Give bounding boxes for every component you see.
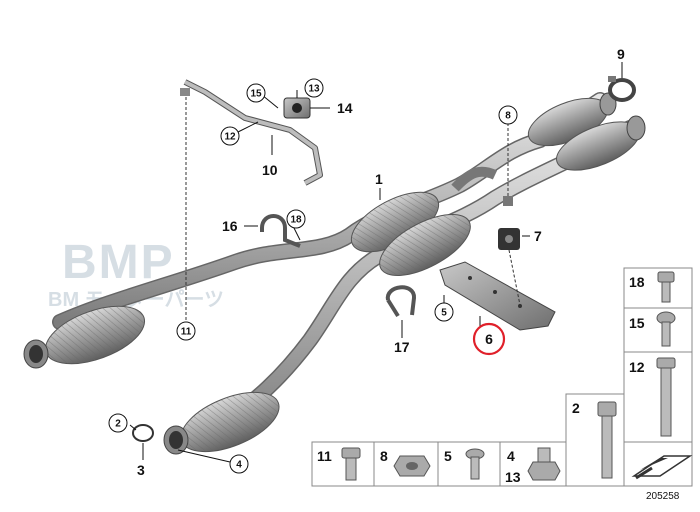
callout-circle-5: 5 — [434, 302, 454, 322]
bolt-18-illustration — [657, 271, 675, 303]
hardware-legend — [311, 267, 693, 487]
leader-dashed-7 — [508, 249, 521, 306]
clamp-part-17 — [385, 285, 416, 318]
hanger-part-16 — [260, 214, 301, 248]
highlight-ring — [472, 322, 506, 356]
legend-number-13: 13 — [505, 469, 521, 485]
legend-number-15: 15 — [629, 315, 645, 331]
rear-converter-upper — [527, 92, 617, 147]
legend-cell-5 — [437, 441, 501, 487]
legend-cell-2 — [565, 393, 625, 487]
front-pipe-assembly — [52, 92, 638, 448]
callout-12: 12 — [224, 132, 236, 143]
legend-number-11: 11 — [317, 448, 332, 464]
callout-highlight-6[interactable]: 6 — [472, 322, 506, 356]
callout-16: 16 — [222, 218, 238, 234]
callout-1: 1 — [375, 171, 383, 187]
nut-8-illustration — [393, 455, 431, 477]
callout-9: 9 — [617, 46, 625, 62]
callout-circle-15: 15 — [246, 83, 266, 103]
callout-8: 8 — [505, 111, 511, 122]
callout-4: 4 — [236, 460, 242, 471]
callout-17: 17 — [394, 339, 410, 355]
gasket-part-3 — [132, 424, 154, 442]
legend-numbers: 18 15 12 2 11 8 5 4 13 — [317, 274, 645, 485]
stud-2-illustration — [597, 401, 617, 479]
callout-circle-4: 4 — [229, 454, 249, 474]
sensor-part-8 — [503, 196, 513, 206]
callout-13: 13 — [308, 84, 320, 95]
callout-circle-2: 2 — [108, 413, 128, 433]
callout-circle-18: 18 — [286, 209, 306, 229]
callout-7: 7 — [534, 228, 542, 244]
callout-circle-13: 13 — [304, 78, 324, 98]
callout-18: 18 — [290, 215, 302, 226]
legend-cell-arrow — [623, 441, 693, 487]
callout-3: 3 — [137, 462, 145, 478]
catalytic-converter-front-right — [163, 391, 280, 455]
callout-15: 15 — [250, 89, 262, 100]
callout-5: 5 — [441, 308, 447, 319]
catalytic-converter-center-lower — [379, 214, 471, 276]
callout-circle-12: 12 — [220, 126, 240, 146]
bolt-11-illustration — [341, 447, 361, 481]
legend-number-5: 5 — [444, 448, 452, 464]
bolt-5-illustration — [465, 448, 485, 480]
direction-arrow-icon — [631, 455, 693, 480]
clamp-part-9 — [608, 76, 636, 102]
callout-14: 14 — [337, 100, 353, 116]
callout-circle-8: 8 — [498, 105, 518, 125]
legend-number-4: 4 — [507, 448, 515, 464]
mount-part-7 — [498, 228, 520, 250]
legend-number-8: 8 — [380, 448, 388, 464]
rear-converter-lower — [556, 115, 646, 171]
legend-number-2: 2 — [572, 400, 580, 416]
callout-10: 10 — [262, 162, 278, 178]
callout-6: 6 — [485, 331, 493, 347]
nut-4-13-illustration — [527, 447, 561, 481]
catalytic-converter-front-left — [23, 305, 146, 369]
leader-lines — [129, 62, 623, 463]
callout-2: 2 — [115, 419, 121, 430]
legend-number-18: 18 — [629, 274, 645, 290]
callout-11: 11 — [181, 327, 192, 338]
diagram-number: 205258 — [646, 491, 680, 502]
bolt-12-illustration — [656, 357, 676, 437]
legend-number-12: 12 — [629, 359, 645, 375]
torx-bolt-15-illustration — [656, 311, 676, 347]
rubber-mount-part-14 — [283, 97, 311, 119]
catalytic-converter-center-upper — [350, 191, 440, 253]
bracket-part-10 — [180, 79, 323, 186]
heat-shield-part-6 — [439, 261, 556, 331]
callout-circle-11: 11 — [176, 321, 196, 341]
